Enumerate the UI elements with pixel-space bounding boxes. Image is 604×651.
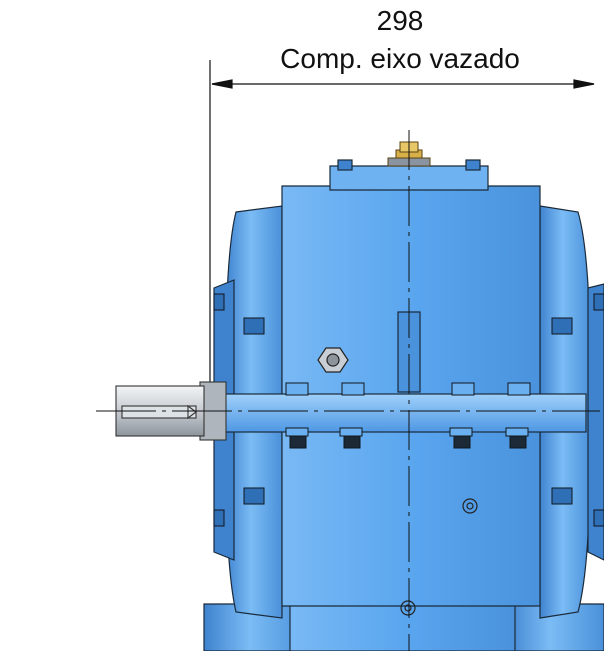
arrow-right-icon <box>573 79 595 89</box>
dimension-lines <box>209 60 595 400</box>
bolts <box>213 293 604 527</box>
center-lines <box>96 130 600 651</box>
dimension-value: 298 <box>376 5 424 36</box>
oil-plug <box>317 347 349 373</box>
main-housing <box>281 159 541 607</box>
dimension-label: Comp. eixo vazado <box>280 43 520 74</box>
drain-marks <box>400 498 478 616</box>
arrow-left-icon <box>211 79 233 89</box>
base-feet <box>203 599 604 651</box>
joint-band <box>221 393 587 433</box>
